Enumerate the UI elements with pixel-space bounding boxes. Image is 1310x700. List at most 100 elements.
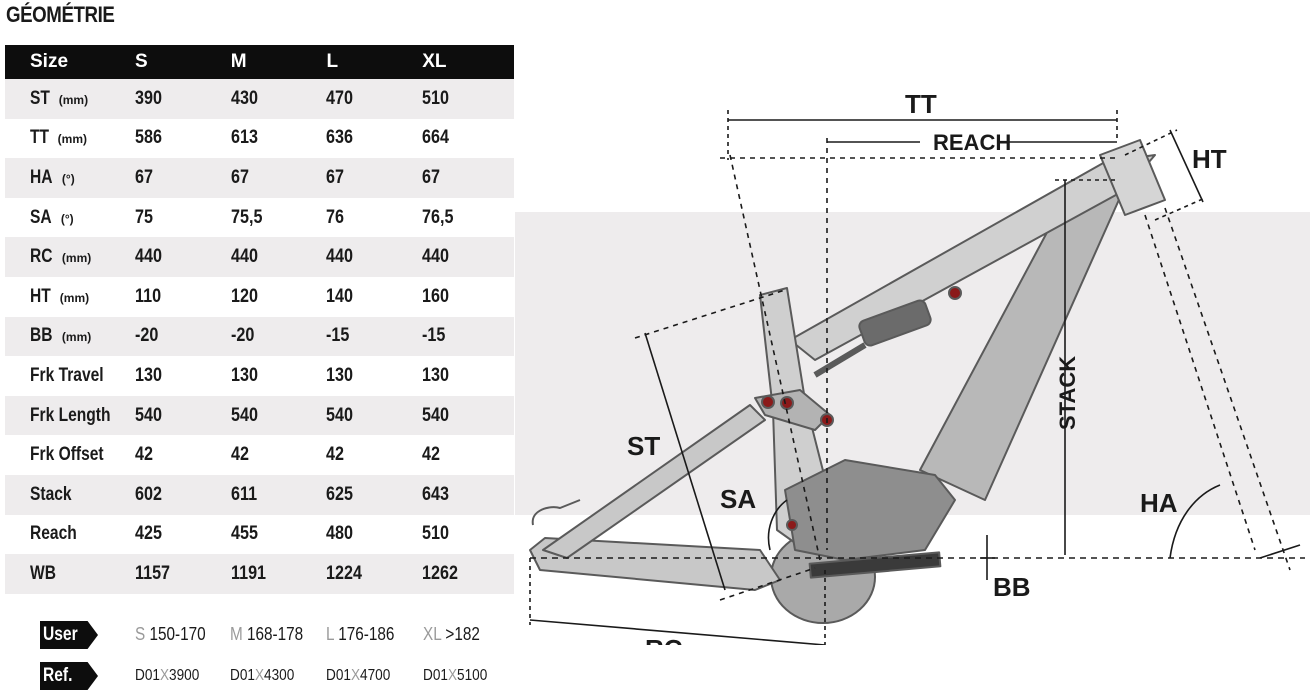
row-value: 76 [326, 198, 422, 238]
row-value: 636 [326, 119, 422, 159]
row-value: 67 [326, 158, 422, 198]
ref-row: Ref. D01X3900 D01X4300 D01X4700 D01X5100 [40, 662, 510, 690]
row-value: 140 [326, 277, 422, 317]
row-value-text: -15 [326, 325, 350, 347]
row-value-text: 540 [422, 404, 450, 426]
row-value: 540 [326, 396, 422, 436]
row-value: -15 [326, 317, 422, 357]
row-unit: (mm) [59, 290, 90, 305]
row-label-text: BB [30, 325, 53, 347]
user-size-l: L 176-186 [326, 624, 395, 644]
row-value: 510 [422, 79, 514, 119]
row-unit: (mm) [57, 132, 88, 147]
row-value: 613 [231, 119, 327, 159]
row-value: 110 [135, 277, 231, 317]
header-xl: XL [422, 51, 447, 72]
row-label: TT (mm) [5, 119, 135, 159]
row-value-text: 76,5 [422, 206, 454, 228]
row-label: WB [5, 554, 135, 594]
row-value-text: 613 [230, 127, 258, 149]
row-value: 625 [326, 475, 422, 515]
row-label-text: HA [30, 166, 53, 188]
row-value-text: 130 [134, 364, 162, 386]
row-value: 510 [422, 515, 514, 555]
row-value: 611 [231, 475, 327, 515]
row-value-text: 42 [422, 444, 441, 466]
header-m: M [230, 51, 247, 72]
row-value-text: 42 [326, 444, 345, 466]
row-value-text: 67 [422, 166, 441, 188]
row-value: 67 [135, 158, 231, 198]
row-label: HT (mm) [5, 277, 135, 317]
row-label-text: RC [30, 246, 53, 268]
row-value-text: 130 [422, 364, 450, 386]
dimension-lines [529, 110, 1305, 645]
row-label-text: WB [30, 562, 56, 584]
row-value: 42 [231, 435, 327, 475]
ref-code-xl: D01X5100 [423, 667, 488, 684]
row-value-text: 440 [422, 246, 450, 268]
row-label-text: SA [30, 206, 52, 228]
dimension-labels: TT REACH HT ST SA STACK HA BB RC [627, 89, 1227, 645]
row-unit: (°) [60, 211, 74, 226]
row-value-text: 586 [134, 127, 162, 149]
row-value: 425 [135, 515, 231, 555]
row-label-text: Reach [30, 523, 77, 545]
label-sa: SA [720, 484, 756, 514]
row-value: 67 [422, 158, 514, 198]
row-value-text: 440 [230, 246, 258, 268]
row-value-text: 643 [422, 483, 450, 505]
page-title: GÉOMÉTRIE [6, 2, 115, 27]
row-label: Frk Length [5, 396, 135, 436]
header-size: Size [30, 51, 69, 72]
row-label: HA (°) [5, 158, 135, 198]
ref-code-s: D01X3900 [135, 667, 200, 684]
row-value: 75 [135, 198, 231, 238]
row-value-text: -20 [230, 325, 255, 347]
row-value: 480 [326, 515, 422, 555]
user-row: User S 150-170 M 168-178 L 176-186 XL >1… [40, 621, 510, 649]
header-s: S [134, 51, 148, 72]
bike-frame-illustration [529, 139, 1166, 624]
label-st: ST [627, 431, 660, 461]
row-unit: (mm) [61, 251, 92, 266]
row-value-text: 664 [422, 127, 450, 149]
row-value: 470 [326, 79, 422, 119]
row-value-text: 625 [326, 483, 354, 505]
row-label: SA (°) [5, 198, 135, 238]
row-value-text: 480 [326, 523, 354, 545]
row-label-text: HT [30, 285, 51, 307]
row-value-text: 455 [230, 523, 258, 545]
row-value: 440 [231, 237, 327, 277]
row-value: 664 [422, 119, 514, 159]
row-value-text: 130 [230, 364, 258, 386]
row-value: 1262 [422, 554, 514, 594]
row-value-text: -15 [422, 325, 446, 347]
row-label-text: Frk Length [30, 404, 111, 426]
row-label: Reach [5, 515, 135, 555]
row-value: 540 [231, 396, 327, 436]
row-value-text: 390 [134, 87, 162, 109]
row-value: 160 [422, 277, 514, 317]
user-tag: User [40, 621, 98, 649]
row-label: Frk Offset [5, 435, 135, 475]
row-value-text: 130 [326, 364, 354, 386]
row-label: Frk Travel [5, 356, 135, 396]
header-l: L [326, 51, 339, 72]
row-value-text: 1224 [326, 562, 363, 584]
row-value: 440 [135, 237, 231, 277]
user-size-m: M 168-178 [230, 624, 304, 644]
label-rc: RC [645, 634, 683, 645]
row-value-text: 75 [134, 206, 153, 228]
row-value: 455 [231, 515, 327, 555]
row-value: 67 [231, 158, 327, 198]
row-value-text: 67 [230, 166, 249, 188]
row-value-text: 67 [134, 166, 153, 188]
row-value: 130 [326, 356, 422, 396]
row-value-text: 540 [134, 404, 162, 426]
